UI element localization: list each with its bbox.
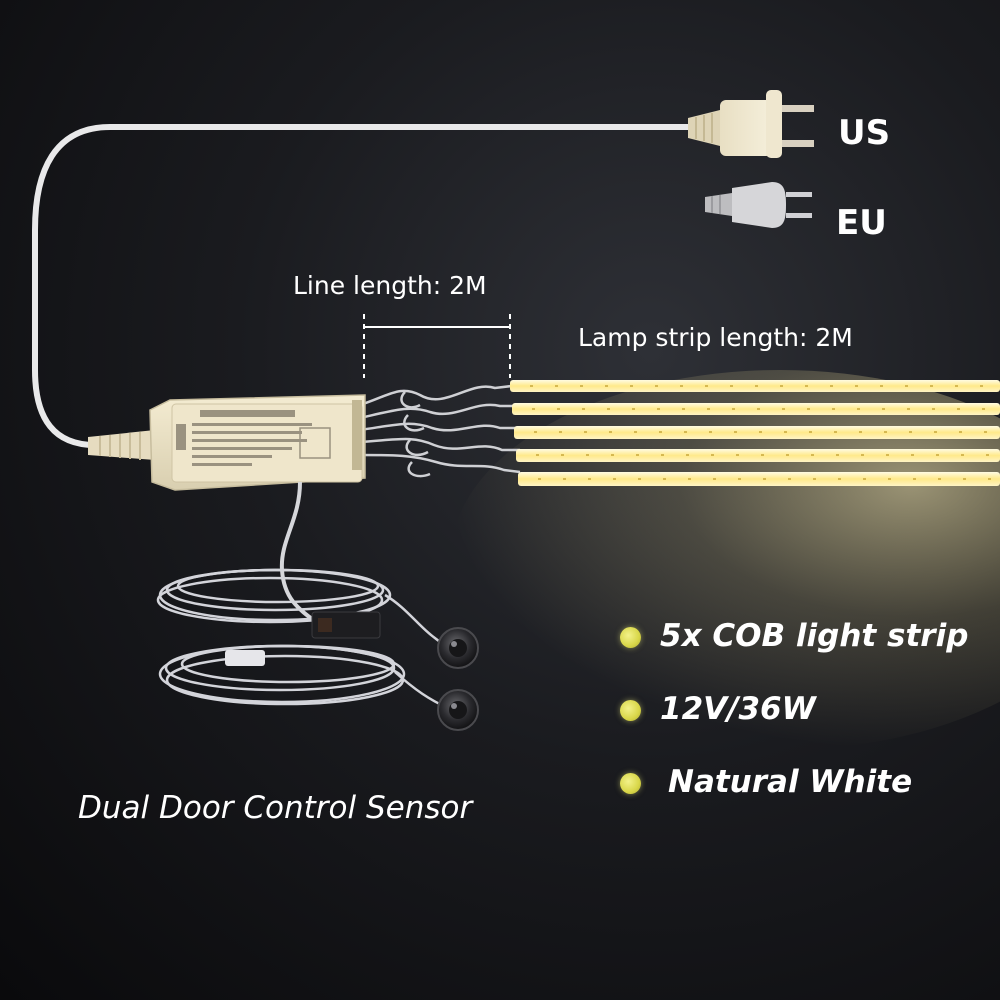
sensor-cable-coils [156,568,449,710]
led-strip [516,449,1000,462]
eu-plug-label: EU [836,203,887,243]
power-cord [32,124,693,448]
sensor-cable [279,481,322,627]
led-strip [518,472,1000,486]
led-strip [510,380,1000,392]
line-length-bracket [363,314,511,378]
strip-glow [450,370,1000,750]
led-strips [510,380,1000,486]
bullet-icon [620,700,641,721]
feature-item: 5x COB light strip [660,618,969,654]
us-plug-icon [688,90,814,158]
strain-relief [88,430,155,460]
door-sensor-icon [437,689,479,731]
eu-plug-icon [705,182,812,228]
line-length-label: Line length: 2M [293,271,487,300]
feature-item: 12V/36W [660,691,816,727]
strip-length-label: Lamp strip length: 2M [578,323,853,352]
sensor-title: Dual Door Control Sensor [78,790,473,826]
led-strip [514,426,1000,439]
bullet-icon [620,773,641,794]
led-strip [512,403,1000,415]
door-sensor-icon [437,627,479,669]
power-supply-box [149,394,366,491]
bullet-icon [620,627,641,648]
us-plug-label: US [838,113,891,153]
cable-splitter [225,611,381,666]
strip-wire-bundles [359,383,521,478]
feature-item: Natural White [668,764,913,800]
